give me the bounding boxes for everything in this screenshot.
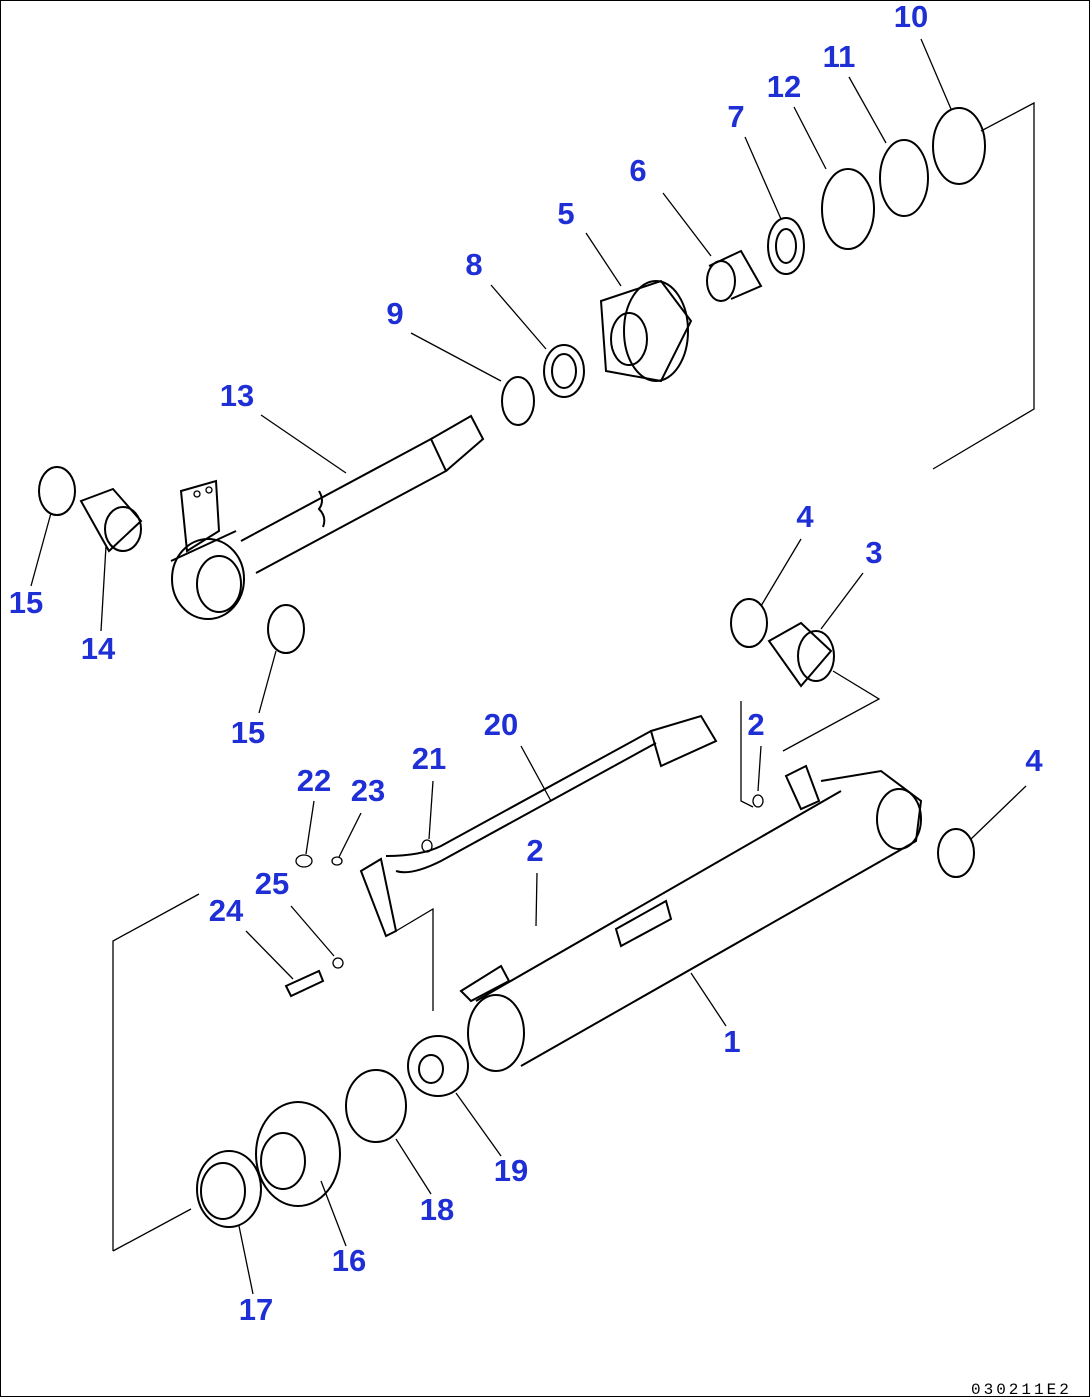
callout-3: 3	[865, 535, 882, 570]
lower-parts	[196, 1035, 469, 1228]
callout-7: 7	[727, 99, 744, 134]
callout-1: 1	[723, 1024, 740, 1059]
callout-11: 11	[823, 39, 856, 74]
callout-13: 13	[220, 378, 254, 413]
cylinder-tube	[459, 764, 923, 1072]
seal-4-upper	[730, 598, 768, 648]
callout-15b: 15	[231, 715, 265, 750]
callout-14: 14	[81, 631, 116, 666]
callout-5: 5	[557, 196, 574, 231]
bushing-3	[767, 621, 835, 688]
callout-20: 20	[484, 707, 518, 742]
callout-12: 12	[767, 69, 801, 104]
callout-9: 9	[386, 296, 403, 331]
piston-rod	[170, 414, 485, 620]
callout-2b: 2	[526, 833, 543, 868]
callout-25: 25	[255, 866, 289, 901]
callout-4: 4	[796, 499, 814, 534]
callout-21: 21	[412, 741, 446, 776]
callout-19: 19	[494, 1153, 528, 1188]
callout-24: 24	[209, 893, 244, 928]
callout-23: 23	[351, 773, 385, 808]
callout-16: 16	[332, 1243, 366, 1278]
callout-17: 17	[239, 1292, 273, 1327]
callout-15: 15	[9, 585, 43, 620]
callout-10: 10	[894, 1, 928, 34]
callout-4b: 4	[1025, 743, 1043, 778]
leader-lines	[30, 38, 1027, 1295]
bracket-lines	[112, 101, 1035, 1252]
drawing-code: 030211E2	[971, 1381, 1072, 1397]
seal-15-left	[38, 466, 76, 516]
seal-15-lower	[267, 604, 305, 654]
callout-2: 2	[747, 707, 764, 742]
seal-4-right	[937, 828, 975, 878]
callout-8: 8	[465, 247, 482, 282]
upper-parts	[501, 107, 986, 426]
pipe-20	[284, 714, 764, 998]
callouts: 10 11 12 7 6 5 8 9 13 15 14 15 4 3 20 2 …	[9, 1, 1044, 1327]
callout-22: 22	[297, 763, 331, 798]
bushing-14	[79, 487, 143, 553]
callout-6: 6	[629, 153, 646, 188]
callout-18: 18	[420, 1192, 454, 1227]
